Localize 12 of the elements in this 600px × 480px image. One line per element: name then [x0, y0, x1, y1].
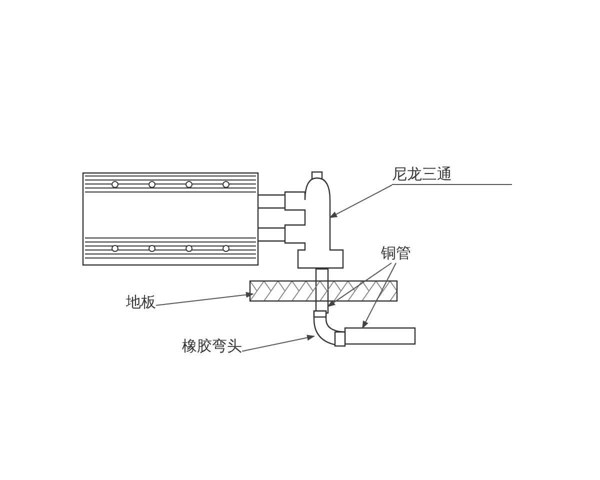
part-label: 橡胶弯头 — [182, 337, 242, 356]
part-label: 地板 — [126, 293, 156, 312]
floor-slab — [250, 281, 397, 301]
leader-line — [362, 262, 396, 329]
part-label: 尼龙三通 — [392, 165, 512, 185]
part-label: 铜管 — [381, 244, 411, 263]
leader-line — [242, 334, 315, 352]
leader-line — [327, 262, 392, 307]
leader-line — [156, 292, 254, 306]
leader-line — [329, 184, 392, 218]
copper-pipe-drawing — [345, 328, 415, 344]
nylon-tee-drawing — [285, 172, 345, 269]
